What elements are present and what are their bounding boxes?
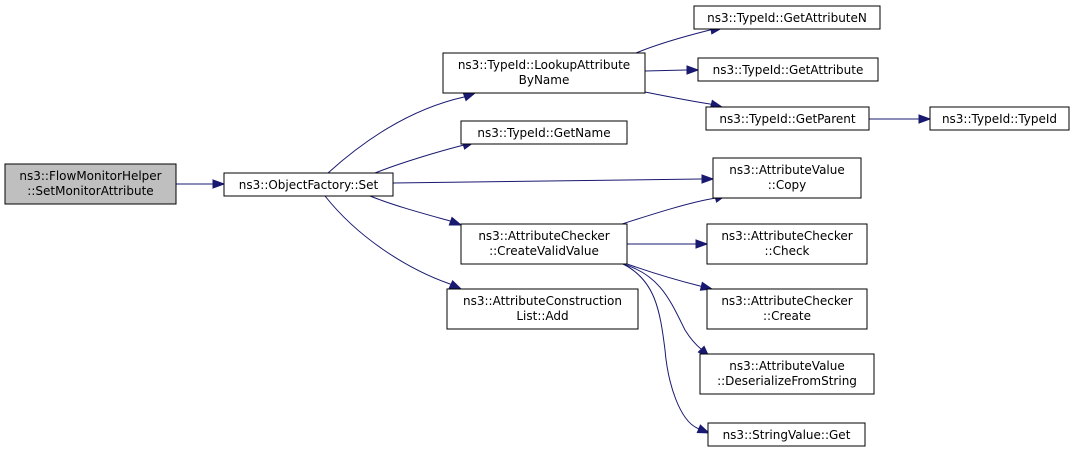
node-object-factory-set[interactable]: ns3::ObjectFactory::Set [223, 172, 394, 197]
node-label-line-1: ns3::AttributeConstruction [463, 294, 622, 308]
arrowhead-icon [686, 65, 700, 75]
node-label-line-1: ns3::TypeId::TypeId [942, 112, 1057, 126]
arrowhead-icon [448, 279, 463, 290]
node-label-line-1: ns3::AttributeChecker [478, 229, 609, 243]
node-label-line-1: ns3::AttributeValue [729, 163, 845, 177]
node-label-line-2: ByName [519, 73, 570, 87]
node-label-line-2: ::Copy [768, 178, 807, 192]
node-attribute-value-deserialize-from-string[interactable]: ns3::AttributeValue ::DeserializeFromStr… [699, 353, 875, 395]
node-label-line-1: ns3::StringValue::Get [723, 428, 851, 442]
node-attribute-checker-check[interactable]: ns3::AttributeChecker ::Check [706, 223, 868, 265]
edge-object-factory-set-to-construction-list-add [324, 195, 451, 285]
node-label-line-2: ::SetMonitorAttribute [27, 184, 153, 198]
arrowhead-icon [696, 424, 711, 434]
arrowhead-icon [701, 174, 715, 184]
node-label-line-1: ns3::TypeId::GetName [477, 126, 610, 140]
node-label-line-1: ns3::TypeId::GetAttributeN [707, 11, 867, 25]
edge-object-factory-set-to-create-valid-value [369, 195, 451, 222]
edge-object-factory-set-to-attribute-value-copy [392, 178, 702, 184]
node-type-id-type-id[interactable]: ns3::TypeId::TypeId [929, 106, 1070, 131]
edge-object-factory-set-to-get-name [374, 144, 465, 174]
edge-object-factory-set-to-lookup-attribute-by-name [327, 96, 465, 174]
node-label-line-1: ns3::AttributeChecker [721, 229, 852, 243]
node-label-line-2: ::CreateValidValue [489, 244, 599, 258]
arrowhead-icon [918, 114, 932, 124]
node-type-id-get-name[interactable]: ns3::TypeId::GetName [460, 120, 628, 145]
arrowhead-icon [695, 239, 709, 249]
edge-lookup-attribute-by-name-to-get-attribute-n [635, 29, 711, 54]
node-label-line-1: ns3::ObjectFactory::Set [239, 178, 379, 192]
node-label-line-1: ns3::AttributeValue [729, 359, 845, 373]
node-attribute-construction-list-add[interactable]: ns3::AttributeConstruction List::Add [446, 288, 639, 330]
node-label-line-2: ::Create [763, 309, 811, 323]
arrowhead-icon [448, 216, 463, 226]
node-label-line-2: ::DeserializeFromString [717, 374, 857, 388]
arrowhead-icon [699, 281, 714, 291]
node-string-value-get[interactable]: ns3::StringValue::Get [707, 422, 866, 447]
node-attribute-value-copy[interactable]: ns3::AttributeValue ::Copy [712, 157, 862, 199]
node-label-line-2: ::Check [765, 244, 810, 258]
node-attribute-checker-create[interactable]: ns3::AttributeChecker ::Create [706, 288, 868, 330]
node-label-line-1: ns3::FlowMonitorHelper [19, 169, 161, 183]
node-type-id-get-attribute[interactable]: ns3::TypeId::GetAttribute [697, 57, 879, 82]
edge-create-valid-value-to-string-value-get [622, 263, 698, 429]
edge-create-valid-value-to-checker-create [626, 263, 701, 287]
node-label-line-1: ns3::TypeId::GetAttribute [713, 63, 864, 77]
edge-create-valid-value-to-attribute-value-copy [621, 197, 717, 225]
arrowhead-icon [212, 179, 226, 189]
node-label-line-1: ns3::TypeId::GetParent [719, 112, 855, 126]
edge-create-valid-value-to-deserialize-from-string [622, 263, 702, 350]
node-type-id-lookup-attribute-by-name[interactable]: ns3::TypeId::LookupAttribute ByName [442, 52, 646, 94]
edge-lookup-attribute-by-name-to-get-parent [644, 91, 711, 105]
node-label-line-2: List::Add [516, 309, 568, 323]
node-type-id-get-parent[interactable]: ns3::TypeId::GetParent [705, 106, 870, 131]
arrowhead-icon [462, 92, 477, 102]
edge-lookup-attribute-by-name-to-get-attribute [644, 69, 687, 72]
node-flow-monitor-helper-set-monitor-attribute[interactable]: ns3::FlowMonitorHelper ::SetMonitorAttri… [4, 163, 177, 205]
node-label-line-1: ns3::AttributeChecker [721, 294, 852, 308]
node-label-line-1: ns3::TypeId::LookupAttribute [458, 58, 630, 72]
node-attribute-checker-create-valid-value[interactable]: ns3::AttributeChecker ::CreateValidValue [460, 223, 628, 265]
node-type-id-get-attribute-n[interactable]: ns3::TypeId::GetAttributeN [693, 5, 881, 30]
